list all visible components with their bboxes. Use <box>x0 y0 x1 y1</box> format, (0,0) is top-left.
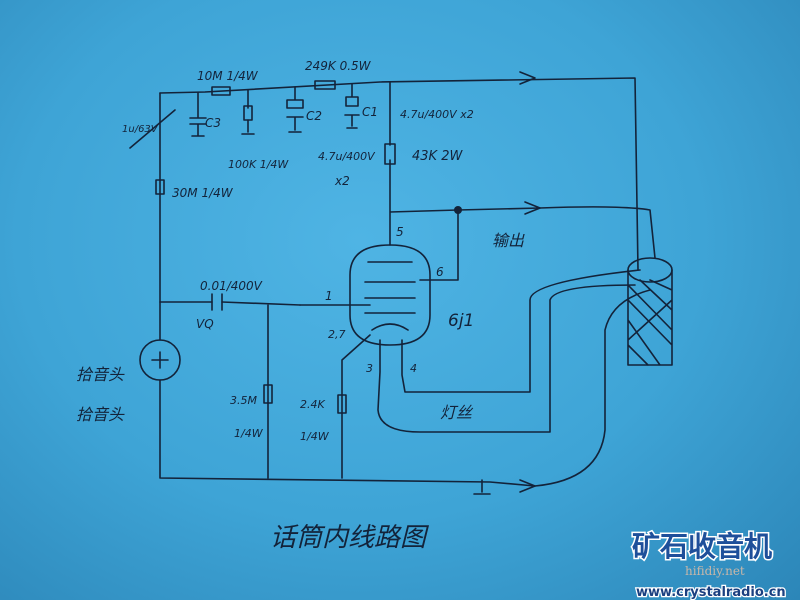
capacitor-c1 <box>344 83 360 129</box>
left-rail-wire <box>159 92 536 487</box>
capacitor-c3 <box>189 92 207 137</box>
label-43k: 43K 2W <box>412 149 463 164</box>
junction-dot <box>454 206 462 214</box>
top-arrow <box>519 71 536 85</box>
label-c1-value: 4.7u/400V x2 <box>400 108 474 121</box>
label-001: 0.01/400V <box>200 279 263 293</box>
resistor-24k <box>337 394 347 414</box>
watermark-site2: hifidiy.net <box>685 564 745 578</box>
output-wire-2 <box>539 206 656 259</box>
label-35m: 3.5M <box>230 394 257 407</box>
label-100k: 100K 1/4W <box>228 158 289 171</box>
label-24k-w: 1/4W <box>300 430 330 443</box>
label-pin4: 4 <box>410 362 417 375</box>
watermark: 矿石收音机 hifidiy.net www.crystalradio.cn <box>631 529 787 600</box>
plate-wire <box>389 81 541 281</box>
labels: 10M 1/4W 249K 0.5W C3 C2 C1 4.7u/400V x2… <box>76 59 525 553</box>
label-pin1: 1 <box>325 289 333 303</box>
label-output: 输出 <box>492 231 525 250</box>
watermark-url: www.crystalradio.cn <box>636 585 786 600</box>
capacitor-001 <box>211 293 223 311</box>
capacitor-1u-mark <box>129 109 176 149</box>
capacitor-c2 <box>286 86 304 133</box>
label-c2-value: 4.7u/400V <box>318 150 376 163</box>
label-249k: 249K 0.5W <box>305 59 372 73</box>
top-rail-wire <box>159 77 639 271</box>
label-c3: C3 <box>205 116 221 130</box>
label-pin3: 3 <box>366 362 373 375</box>
filament-wire-4 <box>401 269 641 393</box>
tube-envelope <box>349 244 431 346</box>
label-pin6: 6 <box>436 265 444 279</box>
watermark-logo: 矿石收音机 <box>632 530 772 563</box>
label-c2: C2 <box>306 109 322 123</box>
resistor-30m <box>155 179 165 195</box>
label-pickup-1: 拾音头 <box>76 365 125 384</box>
tube-electrodes <box>299 261 416 331</box>
label-vq: VQ <box>196 317 214 331</box>
label-pin5: 5 <box>396 225 404 239</box>
label-filament: 灯丝 <box>440 403 474 422</box>
label-30m: 30M 1/4W <box>172 186 234 200</box>
diagram-title: 话筒内线路图 <box>270 523 430 553</box>
resistor-100k <box>241 89 255 135</box>
filament-wire-3 <box>377 284 636 433</box>
resistor-10m <box>211 86 231 96</box>
label-c2-mult: x2 <box>334 174 350 188</box>
label-1u: 1u/63V <box>122 124 159 135</box>
grid-wire <box>139 301 301 479</box>
cathode-wire <box>341 334 371 479</box>
label-tube: 6j1 <box>448 311 474 331</box>
resistor-43k <box>384 143 396 165</box>
label-10m: 10M 1/4W <box>197 69 259 83</box>
return-wire <box>534 289 651 487</box>
label-pin27: 2,7 <box>328 328 346 341</box>
resistor-249k <box>314 80 336 90</box>
pickup-symbol <box>151 351 169 369</box>
label-c1: C1 <box>362 105 378 119</box>
ground-symbol <box>473 479 491 495</box>
label-pickup-2: 拾音头 <box>76 405 125 424</box>
label-24k: 2.4K <box>300 398 325 411</box>
resistor-35m <box>263 384 273 404</box>
resistor-100k-body <box>243 105 253 121</box>
connector-body <box>627 269 673 366</box>
label-35m-w: 1/4W <box>234 427 264 440</box>
